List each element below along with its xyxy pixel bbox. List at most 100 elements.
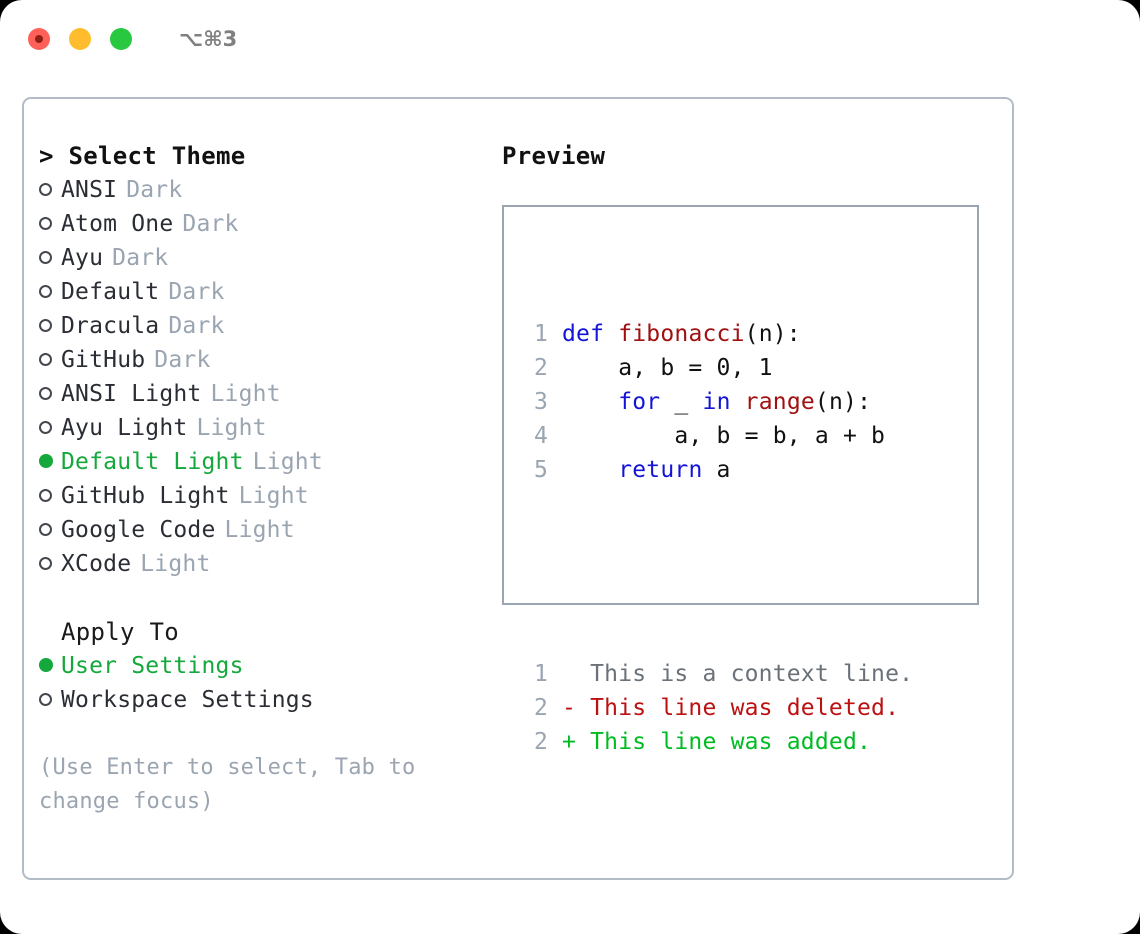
theme-option[interactable]: Atom One Dark xyxy=(39,207,499,241)
radio-circle-icon xyxy=(39,353,52,366)
theme-option-kind: Light xyxy=(224,517,295,543)
apply-to-option-label: User Settings xyxy=(61,653,244,679)
theme-option-kind: Dark xyxy=(168,313,225,339)
code-token: + This line was added. xyxy=(562,729,872,755)
radio-circle-icon xyxy=(39,319,52,332)
diff-sample: 1 This is a context line. 2 - This line wa… xyxy=(520,657,913,759)
radio-unselected-icon xyxy=(39,309,61,343)
apply-to-option[interactable]: User Settings xyxy=(39,649,499,683)
radio-unselected-icon xyxy=(39,207,61,241)
line-number: 2 xyxy=(533,729,548,755)
code-token: a, b = b, a + b xyxy=(562,423,886,449)
code-line: 2 a, b = 0, 1 xyxy=(520,351,913,385)
line-number: 2 xyxy=(533,355,548,381)
close-light-icon[interactable] xyxy=(28,28,50,50)
apply-to-option-label: Workspace Settings xyxy=(61,687,314,713)
radio-circle-icon xyxy=(39,489,52,502)
code-line: 4 a, b = b, a + b xyxy=(520,419,913,453)
theme-option-kind: Dark xyxy=(112,245,169,271)
theme-option-label: Default xyxy=(61,279,160,305)
code-token xyxy=(562,457,618,483)
diff-line: 1 This is a context line. xyxy=(520,657,913,691)
code-token: range xyxy=(744,389,815,415)
maximize-light-icon[interactable] xyxy=(110,28,132,50)
theme-option-label: Atom One xyxy=(61,211,174,237)
code-token: def xyxy=(562,321,619,347)
radio-circle-icon xyxy=(39,421,52,434)
diff-line: 2 - This line was deleted. xyxy=(520,691,913,725)
keyboard-hint-text: (Use Enter to select, Tab to change focu… xyxy=(39,755,416,814)
radio-circle-icon xyxy=(39,251,52,264)
theme-option[interactable]: Dracula Dark xyxy=(39,309,499,343)
code-token: - This line was deleted. xyxy=(562,695,900,721)
line-number: 4 xyxy=(533,423,548,449)
theme-option-kind: Light xyxy=(238,483,309,509)
theme-option-label: XCode xyxy=(61,551,132,577)
radio-unselected-icon xyxy=(39,173,61,207)
theme-option-label: Default Light xyxy=(61,449,244,475)
preview-title: Preview xyxy=(502,142,606,170)
theme-option-kind: Light xyxy=(196,415,267,441)
select-theme-header: > Select Theme xyxy=(39,142,246,170)
radio-circle-icon xyxy=(39,183,52,196)
keyboard-shortcut-label: ⌥⌘3 xyxy=(179,27,238,51)
minimize-light-icon[interactable] xyxy=(69,28,91,50)
code-token: return xyxy=(618,457,717,483)
radio-circle-icon xyxy=(39,387,52,400)
apply-to-header: Apply To xyxy=(61,618,179,646)
theme-option-label: GitHub Light xyxy=(61,483,230,509)
code-token: _ xyxy=(674,389,703,415)
apply-to-option[interactable]: Workspace Settings xyxy=(39,683,499,717)
radio-circle-icon xyxy=(39,557,52,570)
code-spacer xyxy=(520,555,913,589)
theme-option[interactable]: Ayu Light Light xyxy=(39,411,499,445)
theme-option-kind: Light xyxy=(252,449,323,475)
theme-option-label: Dracula xyxy=(61,313,160,339)
theme-option-label: ANSI Light xyxy=(61,381,202,407)
line-number: 2 xyxy=(533,695,548,721)
code-token: This is a context line. xyxy=(562,661,914,687)
code-line: 5 return a xyxy=(520,453,913,487)
title-bar: ⌥⌘3 xyxy=(0,0,1140,78)
radio-circle-icon xyxy=(39,523,52,536)
radio-circle-icon xyxy=(39,285,52,298)
line-number: 1 xyxy=(533,321,548,347)
code-token: a xyxy=(716,457,731,483)
diff-line: 2 + This line was added. xyxy=(520,725,913,759)
radio-selected-icon xyxy=(39,649,61,683)
code-token: (n): xyxy=(814,389,872,415)
radio-unselected-icon xyxy=(39,411,61,445)
theme-option-label: GitHub xyxy=(61,347,146,373)
radio-circle-icon xyxy=(39,217,52,230)
line-number: 1 xyxy=(533,661,548,687)
code-token: fibonacci xyxy=(618,321,745,347)
radio-dot-icon xyxy=(39,658,53,672)
radio-circle-icon xyxy=(39,693,52,706)
theme-option[interactable]: Default Light Light xyxy=(39,445,499,479)
theme-option-kind: Light xyxy=(140,551,211,577)
radio-unselected-icon xyxy=(39,343,61,377)
theme-option-label: ANSI xyxy=(61,177,118,203)
theme-option[interactable]: XCode Light xyxy=(39,547,499,581)
radio-selected-icon xyxy=(39,445,61,479)
close-dot-icon xyxy=(35,35,43,43)
theme-option-kind: Dark xyxy=(182,211,239,237)
radio-dot-icon xyxy=(39,454,53,468)
theme-option[interactable]: GitHub Light Light xyxy=(39,479,499,513)
theme-option-label: Ayu Light xyxy=(61,415,188,441)
